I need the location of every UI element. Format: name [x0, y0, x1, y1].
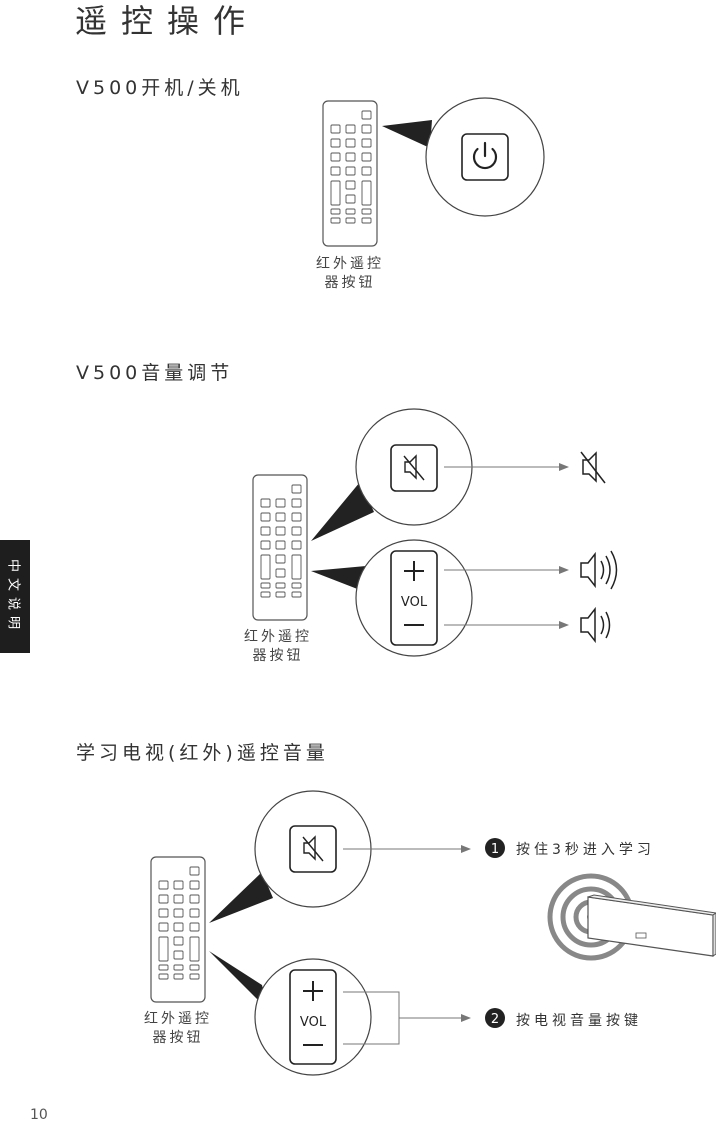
mute-button-icon — [289, 825, 337, 873]
remote-caption-learn: 红外遥控 器按钮 — [133, 1010, 223, 1048]
caption-line2: 器按钮 — [324, 275, 376, 291]
speaker-loud-icon — [580, 550, 618, 590]
step2-number: 2 — [491, 1012, 499, 1027]
step2-badge: 2 — [485, 1008, 505, 1028]
caption-line1: 红外遥控 — [244, 629, 312, 645]
vol-label: VOL — [401, 595, 428, 610]
page-number: 10 — [30, 1107, 48, 1123]
side-tab: 中文说明 — [0, 540, 30, 653]
caption-line2: 器按钮 — [152, 1030, 204, 1046]
speaker-muted-icon — [580, 451, 606, 484]
step1-number: 1 — [491, 842, 499, 857]
callout-pointer — [209, 951, 268, 1010]
section-title-power: V500开机/关机 — [76, 77, 244, 99]
callout-pointer — [209, 872, 273, 923]
soundbar-illustration — [587, 894, 716, 957]
remote-caption-volume: 红外遥控 器按钮 — [233, 628, 323, 666]
speaker-quiet-icon — [580, 606, 611, 644]
step1-text: 按住3秒进入学习 — [516, 842, 655, 858]
remote-control-2 — [252, 474, 308, 621]
vol-button-icon: VOL — [390, 550, 438, 646]
callout-pointer — [382, 120, 432, 148]
caption-line1: 红外遥控 — [316, 256, 384, 272]
caption-line2: 器按钮 — [252, 648, 304, 664]
callout-pointer — [311, 566, 366, 590]
step2-text: 按电视音量按键 — [516, 1013, 642, 1029]
section-title-volume: V500音量调节 — [76, 362, 234, 384]
power-icon — [461, 133, 509, 181]
caption-line1: 红外遥控 — [144, 1011, 212, 1027]
section-title-learn: 学习电视(红外)遥控音量 — [76, 742, 329, 764]
remote-control-3 — [150, 856, 206, 1003]
page-title: 遥控操作 — [75, 2, 260, 40]
remote-control-1 — [322, 100, 378, 247]
vol-button-icon: VOL — [289, 969, 337, 1065]
mute-button-icon — [390, 444, 438, 492]
step1-badge: 1 — [485, 838, 505, 858]
remote-caption-power: 红外遥控 器按钮 — [305, 255, 395, 293]
vol-label: VOL — [300, 1015, 327, 1030]
callout-pointer — [311, 482, 374, 541]
